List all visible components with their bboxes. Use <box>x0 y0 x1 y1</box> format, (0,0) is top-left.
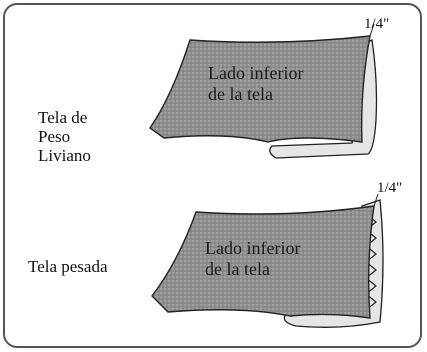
light-fabric-text-line-2: de la tela <box>208 84 273 104</box>
heavy-measure-tick <box>373 193 379 207</box>
light-fabric-label-line-3: Liviano <box>38 146 91 165</box>
heavy-fabric-panel <box>151 205 375 319</box>
heavy-fabric-side-text: Lado inferior de la tela <box>205 238 300 280</box>
light-fabric-label-line-2: Peso <box>38 127 71 146</box>
light-fabric-figure <box>149 23 378 159</box>
light-fabric-panel <box>149 35 371 143</box>
light-fabric-label-line-1: Tela de <box>38 108 88 127</box>
heavy-fabric-measurement: 1/4" <box>377 180 403 196</box>
light-fabric-measurement: 1/4" <box>364 16 390 32</box>
heavy-fabric-text-line-2: de la tela <box>205 259 270 279</box>
heavy-fabric-text-line-1: Lado inferior <box>205 238 301 258</box>
light-fabric-text-line-1: Lado inferior <box>208 63 304 83</box>
light-measure-tick <box>369 23 375 37</box>
light-fabric-label: Tela de Peso Liviano <box>38 108 158 165</box>
heavy-fabric-label: Tela pesada <box>28 257 108 276</box>
heavy-fabric-figure <box>151 193 384 328</box>
light-fabric-side-text: Lado inferior de la tela <box>208 63 303 105</box>
